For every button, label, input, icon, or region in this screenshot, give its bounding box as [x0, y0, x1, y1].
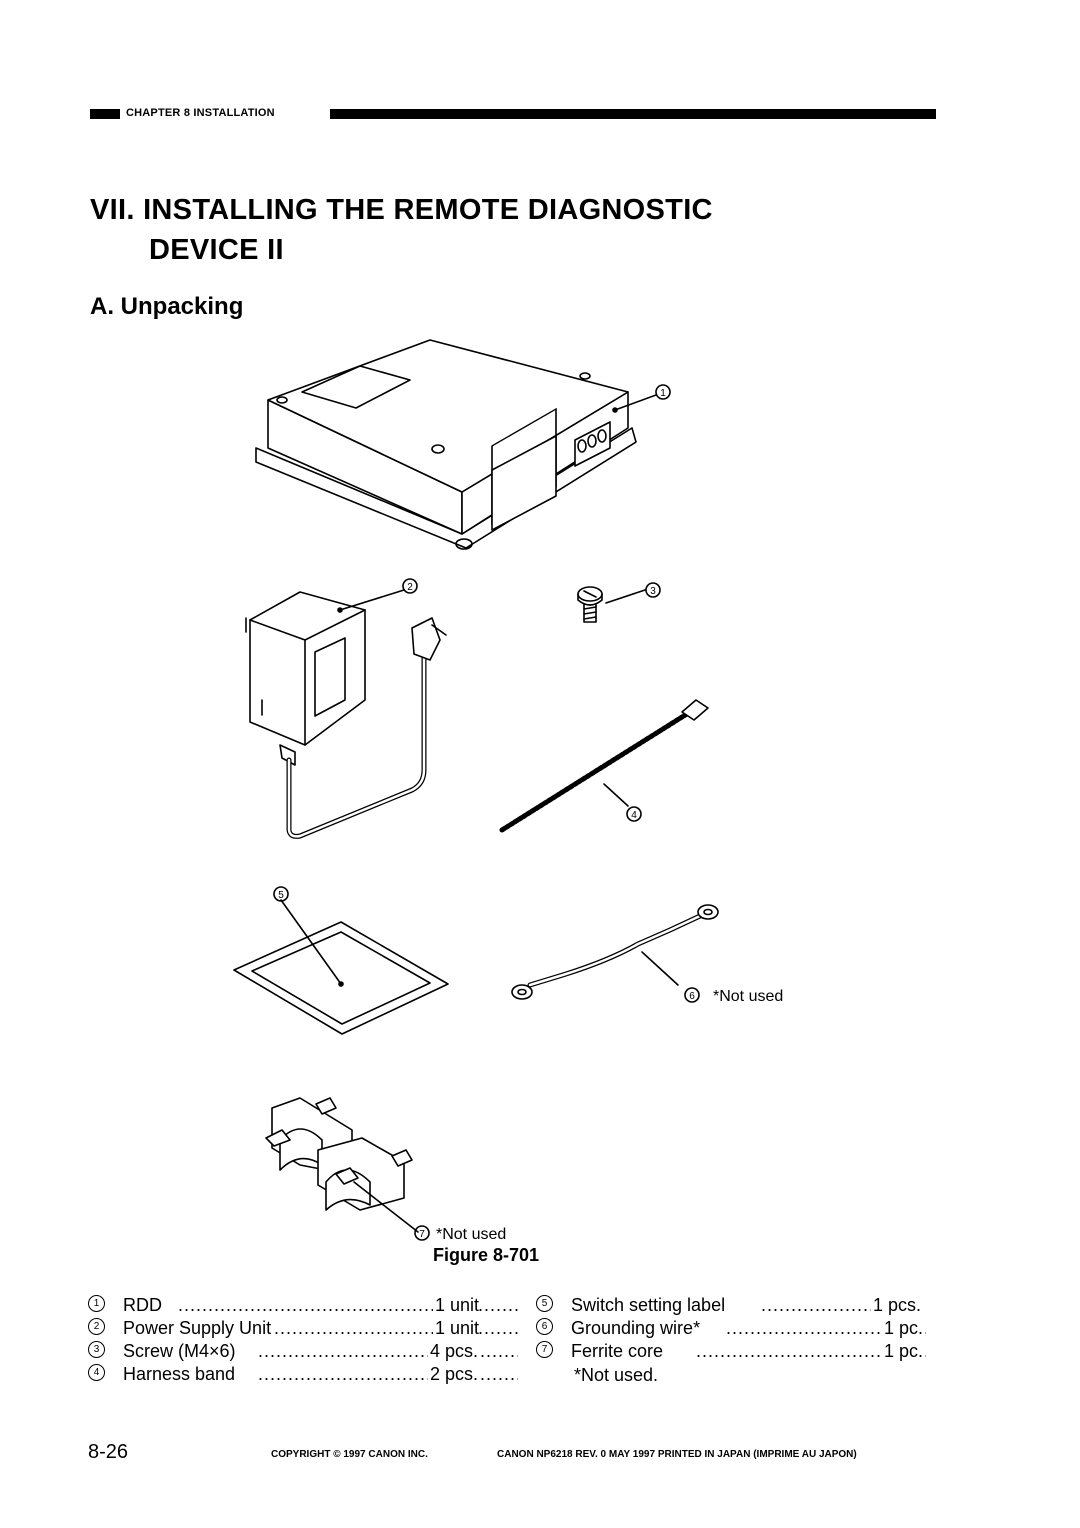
parts-list-item: 7 Ferrite core .........................… [536, 1340, 936, 1363]
section-title-line2: DEVICE II [149, 234, 284, 266]
leader-dots: ........................................… [258, 1364, 518, 1384]
item-number: 7 [536, 1341, 553, 1358]
leader-dots: ........................................… [726, 1318, 926, 1338]
callout-markers [273, 384, 700, 1241]
item-quantity: 4 pcs. [428, 1340, 479, 1363]
item-name: Ferrite core [571, 1340, 666, 1363]
item-number: 5 [536, 1295, 553, 1312]
leader-dots: ........................................… [258, 1341, 518, 1361]
print-info: CANON NP6218 REV. 0 MAY 1997 PRINTED IN … [497, 1449, 857, 1460]
item-quantity: 1 pc. [882, 1340, 924, 1363]
footnote-not-used: *Not used. [574, 1365, 659, 1385]
ferrite-core-illustration [265, 1097, 419, 1233]
item-name: RDD [123, 1295, 162, 1315]
callout-1: 1 [660, 388, 666, 399]
item-number: 4 [88, 1364, 105, 1381]
callout-3: 3 [650, 586, 656, 597]
item-quantity: 2 pcs. [428, 1363, 479, 1386]
header-bar-right [330, 109, 936, 119]
item-number: 6 [536, 1318, 553, 1335]
figure-caption: Figure 8-701 [433, 1245, 540, 1265]
copyright-notice: COPYRIGHT © 1997 CANON INC. [271, 1449, 428, 1460]
page-number: 8-26 [88, 1441, 129, 1463]
item-name: Grounding wire* [571, 1317, 703, 1340]
parts-list-item: 1 RDD ..................................… [88, 1294, 518, 1317]
parts-list-right: 5 Switch setting label .................… [536, 1294, 936, 1363]
power-supply-illustration [245, 589, 447, 839]
callout-6: 6 [689, 991, 695, 1002]
callout-4: 4 [631, 810, 637, 821]
item-number: 2 [88, 1318, 105, 1335]
parts-list-left: 1 RDD ..................................… [88, 1294, 518, 1386]
item-quantity: 1 pc. [882, 1317, 924, 1340]
item-quantity: 1 unit [433, 1294, 480, 1317]
item-name: Power Supply Unit [123, 1317, 274, 1340]
section-title: VII. INSTALLING THE REMOTE DIAGNOSTIC DE… [90, 190, 713, 270]
parts-list-item: 2 Power Supply Unit ....................… [88, 1317, 518, 1340]
leader-dots: ........................................… [268, 1318, 518, 1338]
item-name: Switch setting label [571, 1294, 728, 1317]
parts-list-item: 4 Harness band .........................… [88, 1363, 518, 1386]
grounding-wire-illustration [511, 904, 719, 1000]
label-sheet-illustration [233, 899, 449, 1035]
leader-dots: ........................................… [696, 1341, 926, 1361]
parts-list-item: 3 Screw (M4×6) .........................… [88, 1340, 518, 1363]
item-number: 3 [88, 1341, 105, 1358]
item-quantity: 1 unit [433, 1317, 480, 1340]
chapter-header: CHAPTER 8 INSTALLATION [126, 107, 275, 119]
callout-5: 5 [278, 890, 284, 901]
section-title-line1: VII. INSTALLING THE REMOTE DIAGNOSTIC [90, 194, 713, 226]
callout-2: 2 [407, 582, 413, 593]
item-quantity: 1 pcs. [871, 1294, 922, 1317]
subsection-title: A. Unpacking [90, 293, 244, 320]
not-used-label-7: *Not used [436, 1226, 506, 1243]
rdd-device-illustration [255, 339, 657, 550]
screw-illustration [577, 586, 646, 623]
not-used-label-6: *Not used [713, 988, 783, 1005]
callout-labels: 1 2 3 4 5 6 7 [278, 388, 695, 1240]
header-bar-left [90, 109, 120, 119]
item-number: 1 [88, 1295, 105, 1312]
harness-band-illustration [499, 699, 709, 833]
item-name: Harness band [123, 1363, 238, 1386]
parts-list-item: 5 Switch setting label .................… [536, 1294, 936, 1317]
callout-7: 7 [419, 1229, 425, 1240]
item-name: Screw (M4×6) [123, 1340, 238, 1363]
parts-list-item: 6 Grounding wire* ......................… [536, 1317, 936, 1340]
